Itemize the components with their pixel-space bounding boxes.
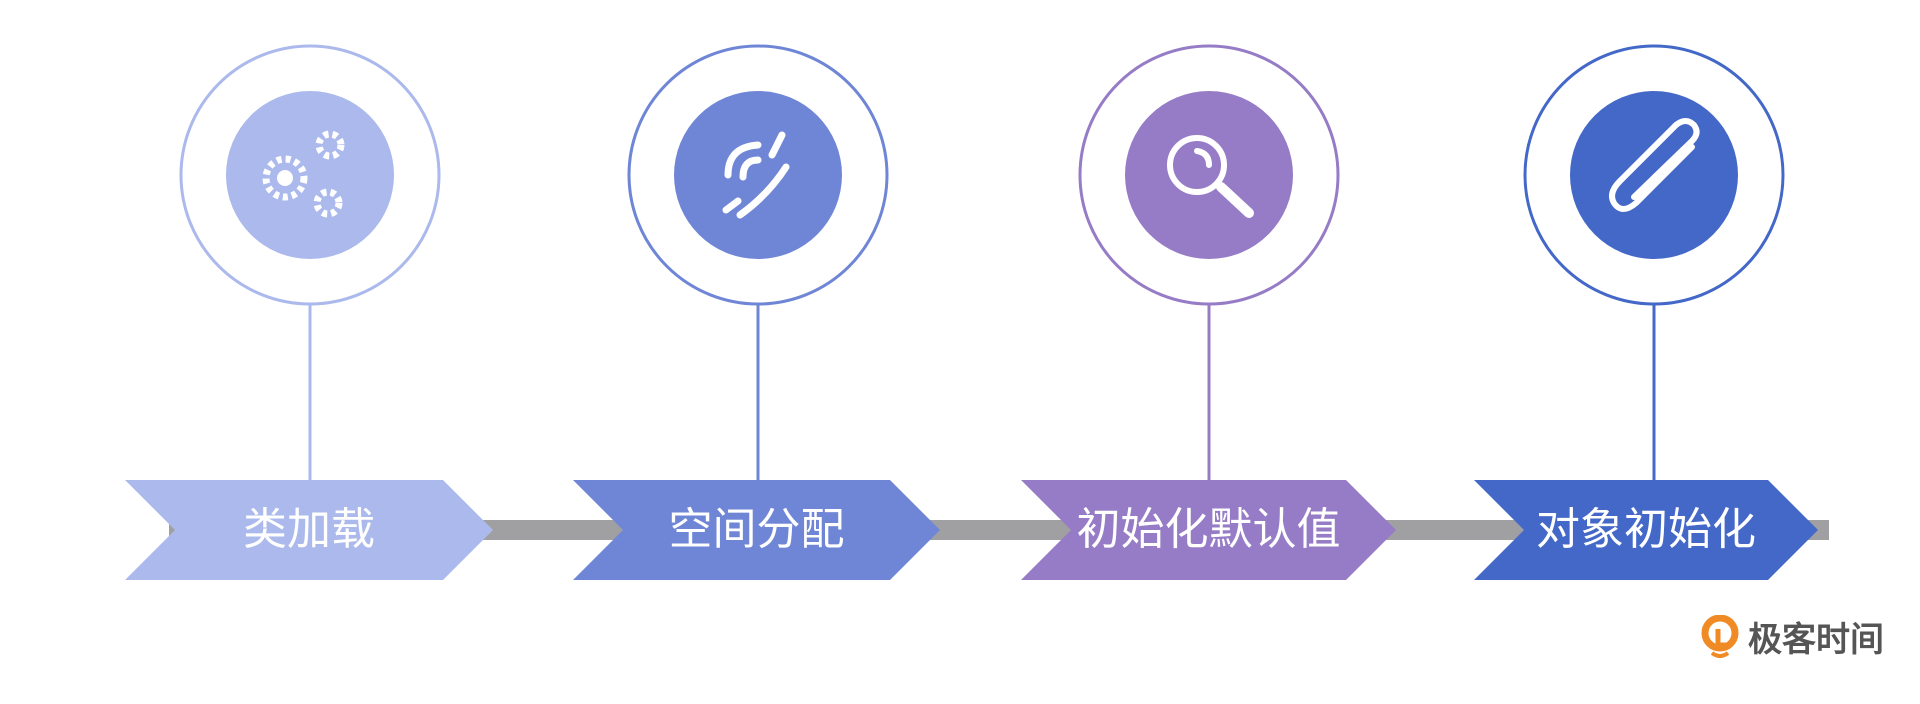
step-chevron	[1474, 480, 1818, 580]
step-label-object-init: 对象初始化	[1536, 504, 1756, 555]
logo-icon	[1701, 614, 1739, 658]
step-icon-badge	[1125, 91, 1293, 259]
step-chevron	[1021, 480, 1396, 580]
connector-bar	[169, 520, 1829, 540]
logo: 极客时间	[1700, 612, 1884, 661]
step-icon-badge	[226, 91, 394, 259]
logo-text: 极客时间	[1748, 620, 1884, 660]
magnifier-icon	[1167, 135, 1254, 218]
step-chevron	[125, 480, 493, 580]
step-chevron	[573, 480, 940, 580]
step-label-class-loading: 类加载	[243, 504, 375, 555]
step-label-default-init: 初始化默认值	[1076, 504, 1341, 555]
step-icon-badge	[674, 91, 842, 259]
paperclip-icon	[1609, 118, 1700, 212]
step-label-space-allocation: 空间分配	[668, 504, 845, 555]
phone-icon	[722, 131, 790, 219]
gears-icon	[262, 130, 345, 218]
